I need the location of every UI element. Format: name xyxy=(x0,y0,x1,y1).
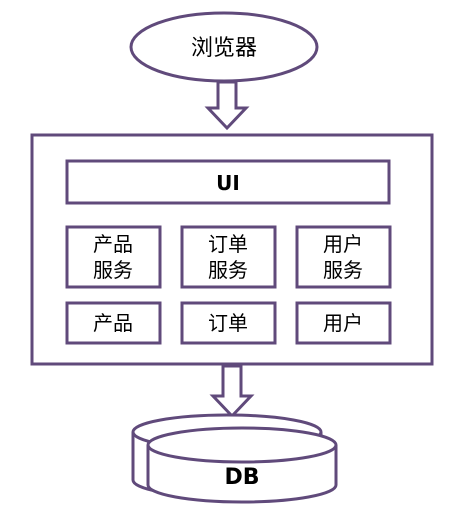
database-cylinder-front xyxy=(146,426,338,504)
module-user-label: 用户 xyxy=(323,311,363,335)
service-box-user xyxy=(295,225,392,289)
service-order-line1: 订单 xyxy=(208,232,248,256)
service-user-line2: 服务 xyxy=(323,258,363,282)
service-box-order xyxy=(180,225,277,289)
module-box-order xyxy=(180,301,277,345)
service-order-line2: 服务 xyxy=(208,258,248,282)
module-box-user xyxy=(295,301,392,345)
database-label: DB xyxy=(224,465,259,490)
ui-label: UI xyxy=(216,171,240,195)
module-box-product xyxy=(65,301,162,345)
module-product-label: 产品 xyxy=(93,311,133,335)
service-box-product xyxy=(65,225,162,289)
service-product-line1: 产品 xyxy=(93,232,133,256)
service-user-line1: 用户 xyxy=(323,232,363,256)
arrow-app-to-db xyxy=(209,364,255,419)
service-product-line2: 服务 xyxy=(93,258,133,282)
browser-label: 浏览器 xyxy=(191,36,257,61)
ui-box xyxy=(65,159,391,205)
module-order-label: 订单 xyxy=(208,311,248,335)
arrow-browser-to-app xyxy=(204,80,250,131)
